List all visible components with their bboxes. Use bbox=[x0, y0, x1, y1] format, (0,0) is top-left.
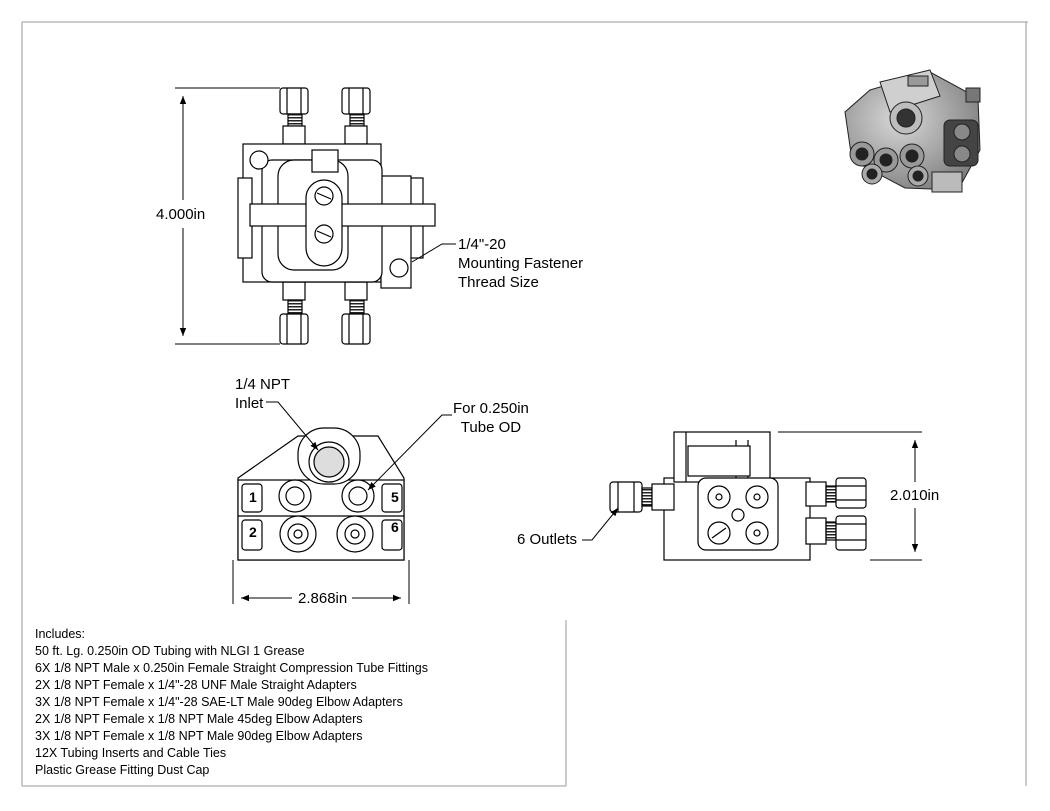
includes-item: 2X 1/8 NPT Female x 1/4"-28 UNF Male Str… bbox=[35, 678, 357, 692]
outlets-leader bbox=[582, 507, 619, 541]
includes-item: 6X 1/8 NPT Male x 0.250in Female Straigh… bbox=[35, 661, 429, 675]
outlet-number-1: 1 bbox=[249, 489, 257, 505]
tube-callout: For 0.250in Tube OD bbox=[453, 400, 529, 436]
includes-heading: Includes: bbox=[35, 627, 86, 641]
bottom-fitting-right bbox=[341, 281, 371, 345]
front-leaders bbox=[266, 401, 452, 491]
height-dimension-label: 4.000in bbox=[156, 206, 206, 223]
outlet-number-2: 2 bbox=[249, 524, 257, 540]
front-view bbox=[237, 427, 405, 561]
includes-item: 2X 1/8 NPT Female x 1/8 NPT Male 45deg E… bbox=[35, 712, 363, 726]
includes-list: Includes: 50 ft. Lg. 0.250in OD Tubing w… bbox=[35, 626, 428, 779]
fastener-callout: 1/4"-20 Mounting Fastener Thread Size bbox=[458, 236, 584, 291]
bottom-fitting-left bbox=[279, 281, 309, 345]
includes-item: 3X 1/8 NPT Female x 1/4"-28 SAE-LT Male … bbox=[35, 695, 403, 709]
width-dimension bbox=[232, 560, 410, 604]
fastener-leader bbox=[411, 243, 456, 263]
height-dimension bbox=[175, 87, 280, 345]
mount-hole-bottom bbox=[389, 258, 409, 278]
isometric-view bbox=[844, 69, 981, 193]
outlet-number-6: 6 bbox=[391, 519, 399, 535]
includes-item: Plastic Grease Fitting Dust Cap bbox=[35, 763, 210, 777]
includes-item: 12X Tubing Inserts and Cable Ties bbox=[35, 746, 227, 760]
width-dimension-label: 2.868in bbox=[298, 590, 348, 607]
top-fitting-right bbox=[341, 87, 371, 145]
includes-item: 50 ft. Lg. 0.250in OD Tubing with NLGI 1… bbox=[35, 644, 305, 658]
mount-hole-top bbox=[249, 150, 269, 170]
depth-dimension bbox=[778, 431, 922, 561]
inlet-callout: 1/4 NPT Inlet bbox=[235, 376, 291, 412]
outlets-callout: 6 Outlets bbox=[517, 531, 578, 548]
top-fitting-left bbox=[279, 87, 309, 145]
depth-dimension-label: 2.010in bbox=[890, 487, 940, 504]
sheet-border bbox=[21, 21, 1028, 787]
top-view bbox=[237, 87, 436, 345]
side-view bbox=[609, 431, 867, 561]
includes-item: 3X 1/8 NPT Female x 1/8 NPT Male 90deg E… bbox=[35, 729, 363, 743]
outlet-number-5: 5 bbox=[391, 489, 399, 505]
